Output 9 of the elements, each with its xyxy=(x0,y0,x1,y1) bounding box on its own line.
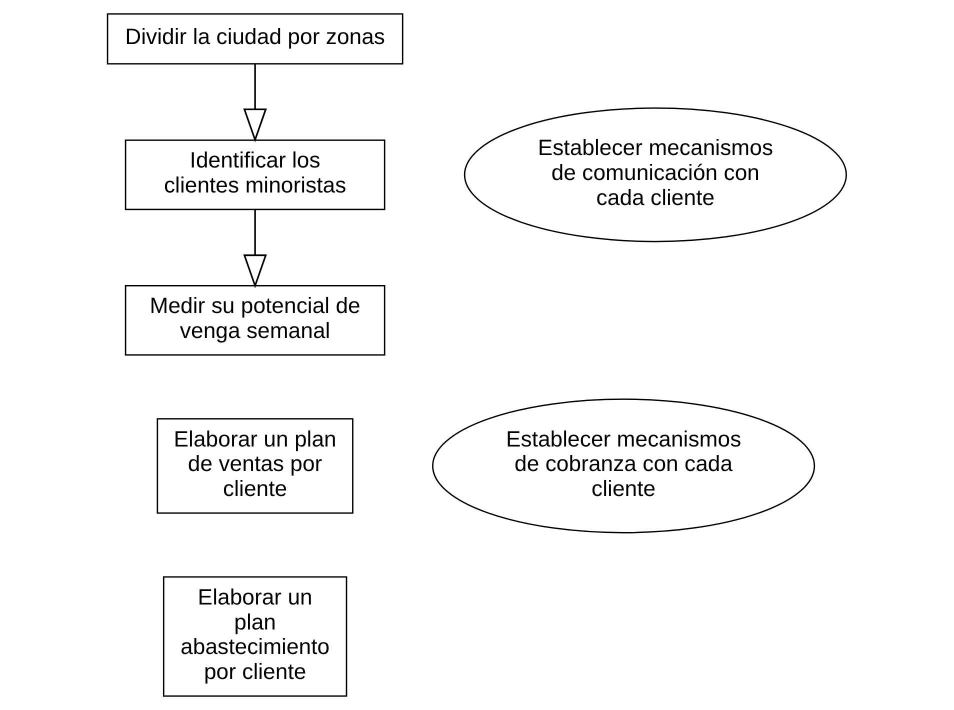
node-box: Identificar los clientes minoristas xyxy=(124,139,386,210)
arrow xyxy=(243,210,267,288)
node-ellipse: Establecer mecanismos de comunicación con cada cliente xyxy=(464,107,847,242)
node-box: Elaborar un plan abastecimiento por cliente xyxy=(162,576,348,697)
node-box: Elaborar un plan de ventas por cliente xyxy=(156,418,354,514)
node-box: Dividir la ciudad por zonas xyxy=(106,13,404,65)
node-box: Medir su potencial de venga semanal xyxy=(124,285,386,356)
arrow xyxy=(243,64,267,142)
node-ellipse: Establecer mecanismos de cobranza con cada cliente xyxy=(432,398,816,534)
